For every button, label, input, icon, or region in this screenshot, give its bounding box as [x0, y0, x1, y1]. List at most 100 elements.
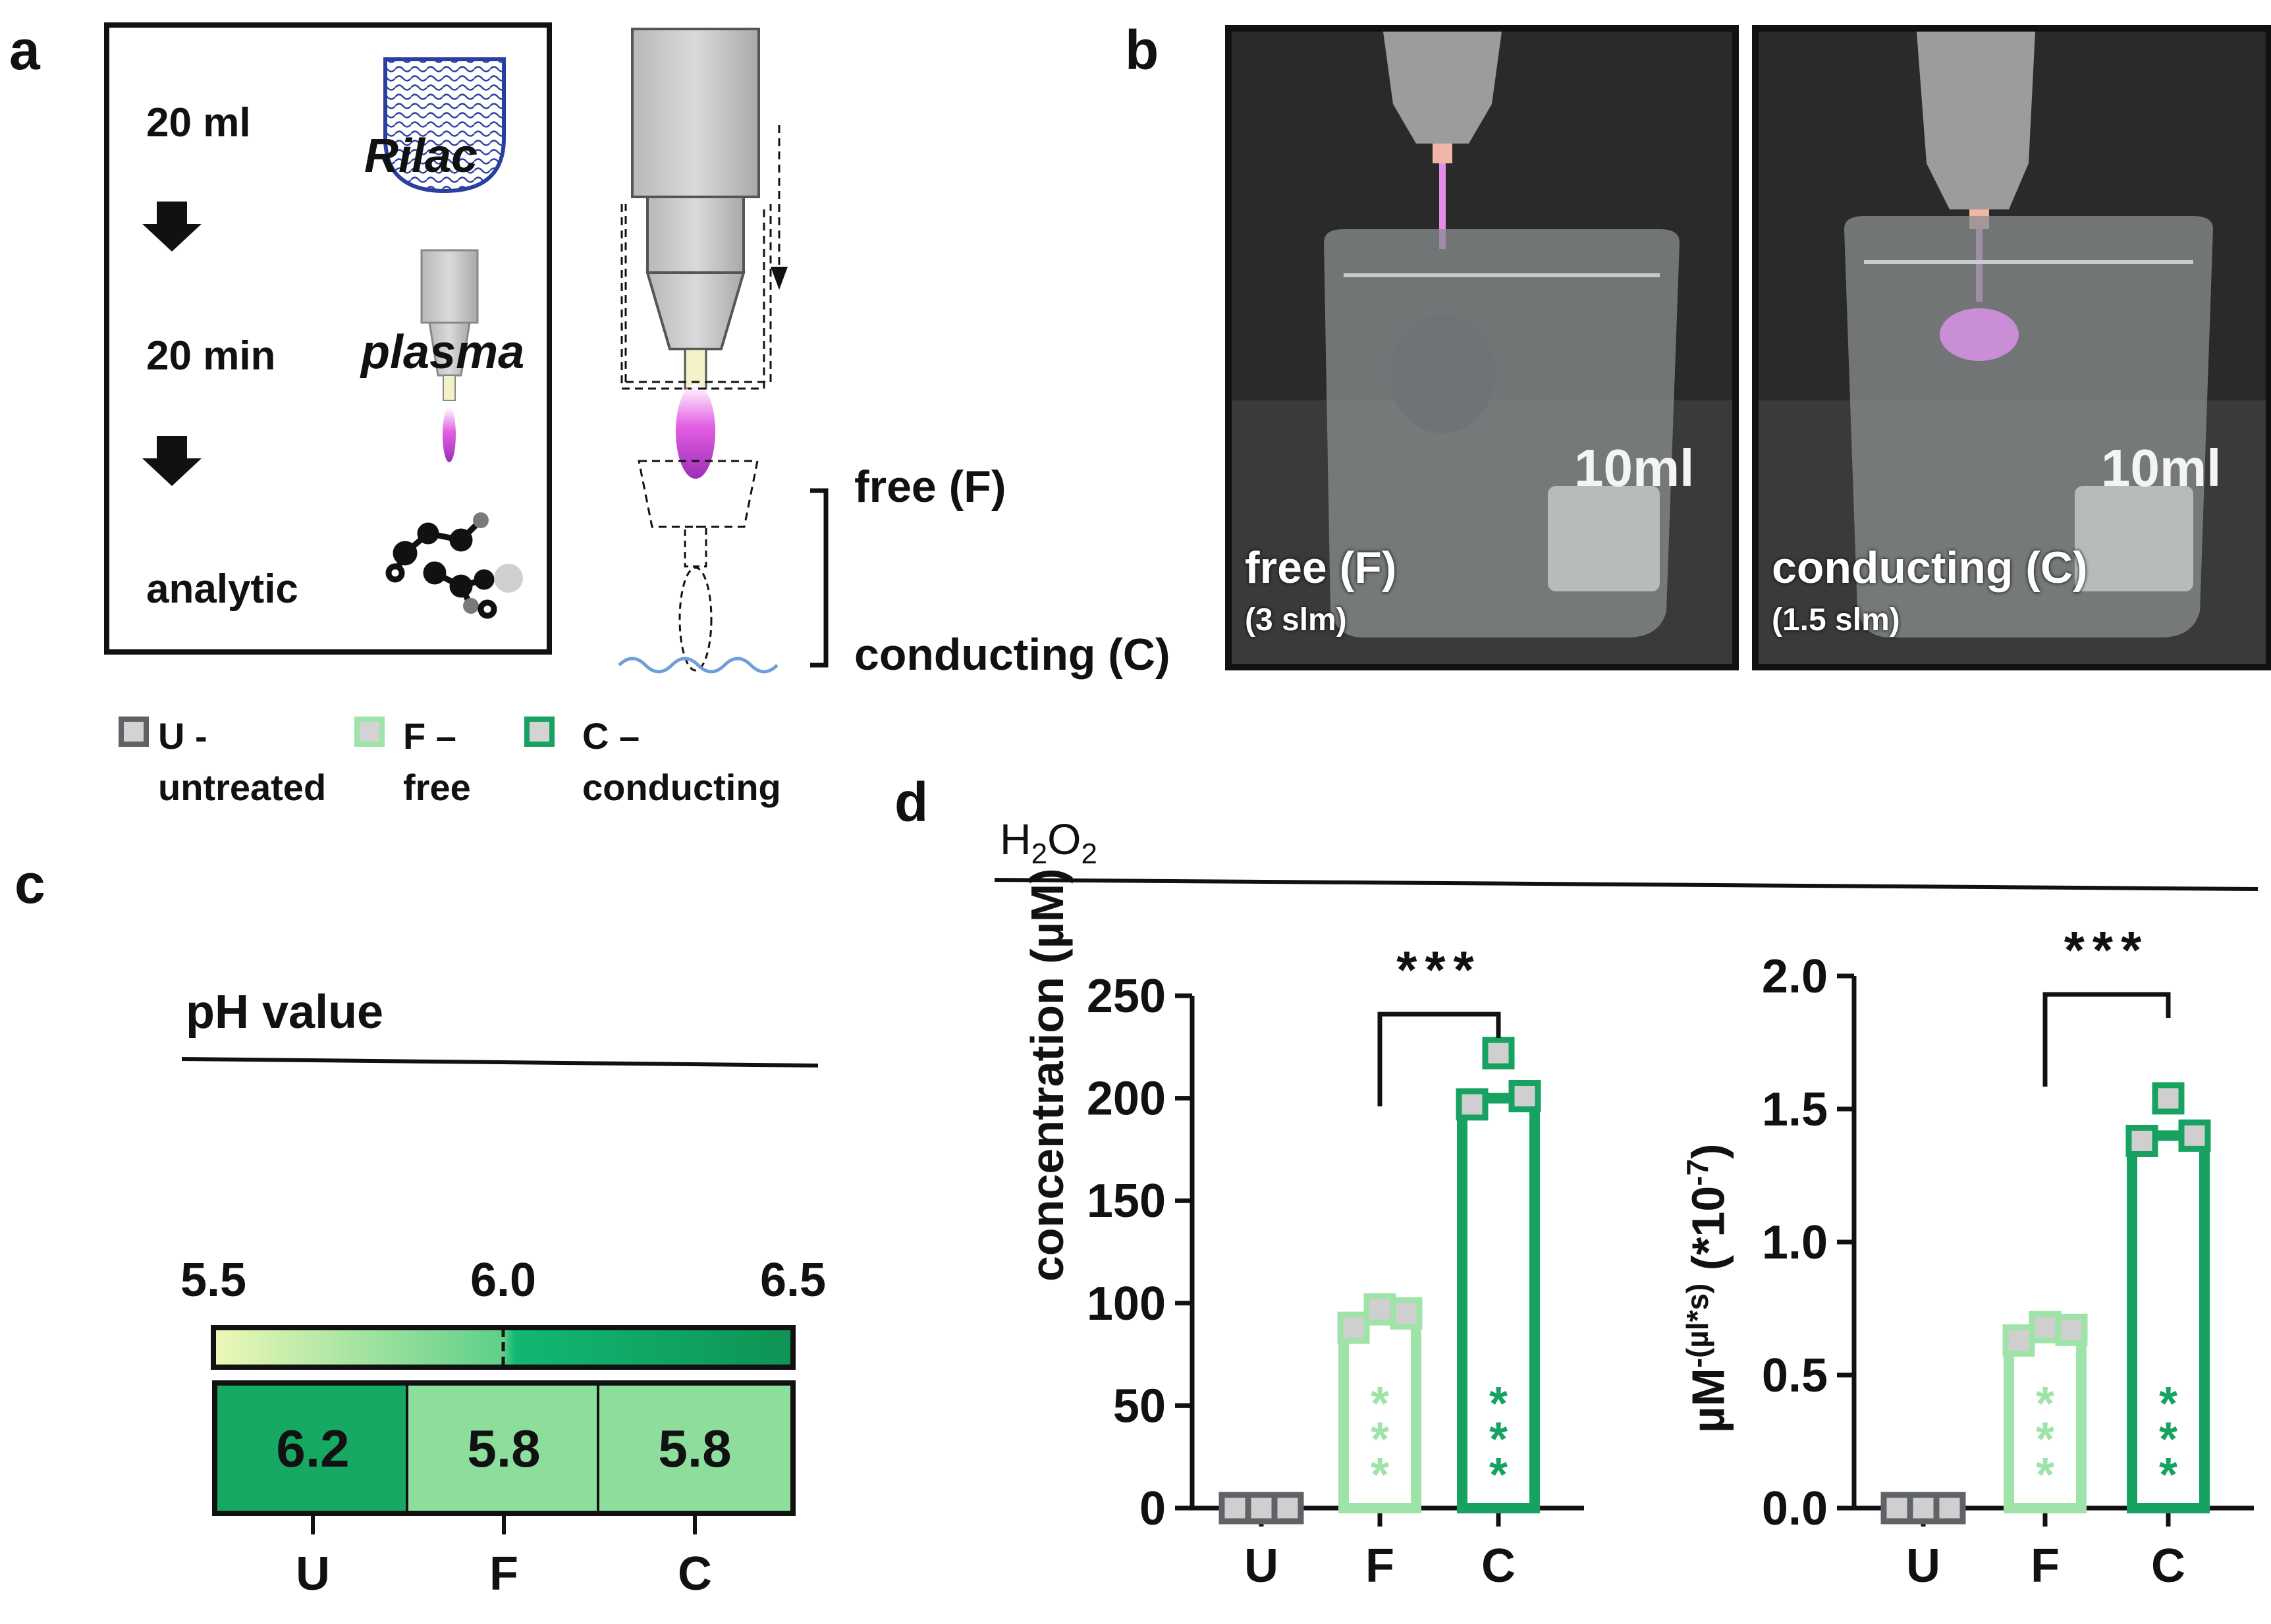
panel-label-a: a — [9, 19, 40, 81]
y-tick-label: 2.0 — [1762, 950, 1828, 1003]
ph-cell-value: 5.8 — [467, 1419, 540, 1478]
medium-label: Rilac — [364, 130, 478, 182]
in-bar-significance: * — [2159, 1449, 2177, 1502]
y-tick-label: 50 — [1113, 1380, 1166, 1432]
panel-label-b: b — [1125, 19, 1159, 81]
photo-conducting: 10ml conducting (C) (1.5 slm) — [1752, 25, 2271, 670]
h2o2-title: H2O2 — [1000, 815, 1097, 871]
in-bar-significance: * — [2036, 1378, 2054, 1430]
legend-swatch-free — [354, 717, 385, 747]
significance-bracket — [1377, 1012, 1501, 1106]
x-tick-label: F — [2031, 1540, 2060, 1592]
panel-label-d: d — [894, 771, 929, 833]
ph-cell-value: 5.8 — [658, 1419, 731, 1478]
plasma-jet-icon — [420, 249, 479, 462]
legend-name-free: free — [403, 767, 471, 808]
photo-conducting-title: conducting (C) — [1772, 543, 2088, 593]
beaker-conducting-icon: 10ml — [1759, 32, 2266, 664]
panel-label-c: c — [14, 853, 45, 915]
in-bar-significance: * — [1489, 1413, 1508, 1466]
in-bar-significance: * — [2036, 1449, 2054, 1502]
data-point — [1508, 1079, 1541, 1112]
data-point — [2029, 1311, 2062, 1343]
in-bar-significance: * — [2159, 1378, 2177, 1430]
ph-title-underline — [181, 1057, 819, 1068]
y-tick-label: 0.5 — [1762, 1349, 1828, 1402]
beaker-free-icon: 10ml — [1232, 32, 1732, 664]
data-point — [2055, 1313, 2088, 1346]
in-bar-significance: * — [1371, 1413, 1389, 1466]
data-point — [1271, 1492, 1304, 1525]
h2o2-title-underline — [994, 878, 2258, 891]
step-volume: 20 ml — [146, 100, 251, 146]
legend-name-conducting: conducting — [582, 767, 781, 808]
y-tick-label: 100 — [1087, 1278, 1166, 1330]
ph-category-label: C — [678, 1548, 712, 1600]
y-tick-label: 1.5 — [1762, 1083, 1828, 1136]
data-point — [1907, 1492, 1940, 1525]
data-point — [1337, 1311, 1370, 1344]
down-arrow-icon — [142, 436, 202, 486]
data-point — [2152, 1082, 2185, 1115]
in-bar-significance: * — [2159, 1413, 2177, 1466]
y-tick-label: 250 — [1087, 970, 1166, 1023]
mode-free-label: free (F) — [854, 462, 1006, 512]
in-bar-significance: * — [1371, 1449, 1389, 1502]
in-bar-significance: * — [1489, 1449, 1508, 1502]
data-point — [1390, 1297, 1423, 1330]
data-point — [1245, 1492, 1278, 1525]
data-point — [1363, 1293, 1396, 1326]
in-bar-significance: * — [1489, 1378, 1508, 1430]
legend-code-conducting: C – — [582, 715, 640, 757]
mode-conducting-label: conducting (C) — [854, 630, 1170, 680]
x-tick-label: U — [1906, 1540, 1940, 1592]
photo-free: 10ml free (F) (3 slm) — [1225, 25, 1739, 670]
bar-f — [1338, 1312, 1421, 1513]
svg-text:10ml: 10ml — [1574, 439, 1694, 497]
photo-free-title: free (F) — [1245, 543, 1397, 593]
step-analytic: analytic — [146, 566, 298, 612]
legend-swatch-conducting — [524, 717, 555, 747]
bar-c — [1457, 1093, 1540, 1513]
x-tick-label: C — [1481, 1540, 1516, 1592]
data-point — [1456, 1088, 1489, 1121]
x-tick-label: U — [1244, 1540, 1278, 1592]
legend-name-untreated: untreated — [158, 767, 327, 808]
y-tick-label: 0.0 — [1762, 1482, 1828, 1535]
down-arrow-icon — [142, 202, 202, 252]
significance-label: *** — [2064, 921, 2149, 979]
data-point — [2178, 1119, 2211, 1152]
data-point — [2125, 1124, 2158, 1157]
legend-code-untreated: U - — [158, 715, 207, 757]
in-bar-significance: * — [1371, 1378, 1389, 1430]
ph-scale-tick-label: 6.0 — [470, 1254, 536, 1307]
medium-flask-icon — [383, 57, 506, 194]
data-point — [1880, 1492, 1913, 1525]
bar-c — [2127, 1130, 2210, 1513]
photo-free-subtitle: (3 slm) — [1245, 603, 1347, 637]
jet-schematic-icon — [618, 28, 829, 674]
ph-cell-f — [408, 1386, 597, 1511]
data-point — [2002, 1324, 2035, 1357]
y-tick-label: 1.0 — [1762, 1216, 1828, 1269]
svg-text:10ml: 10ml — [2101, 439, 2221, 497]
ph-cell-u — [217, 1386, 406, 1511]
x-tick-label: C — [2151, 1540, 2185, 1592]
x-tick-label: F — [1365, 1540, 1394, 1592]
in-bar-significance: * — [2036, 1413, 2054, 1466]
ph-title: pH value — [186, 986, 384, 1039]
y-tick-label: 0 — [1139, 1482, 1166, 1535]
significance-label: *** — [1396, 940, 1481, 999]
legend-swatch-untreated — [119, 717, 149, 747]
step-duration: 20 min — [146, 333, 276, 379]
data-point — [1933, 1492, 1966, 1525]
data-point — [1482, 1037, 1515, 1069]
significance-bracket — [2042, 992, 2171, 1087]
y-tick-label: 150 — [1087, 1175, 1166, 1228]
